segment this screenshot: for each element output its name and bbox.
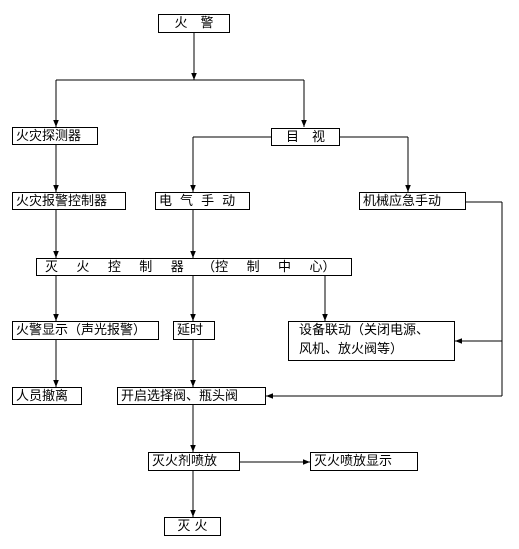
node-open-valves: 开启选择阀、瓶头阀 (117, 387, 266, 405)
node-fire-alarm-controller: 火灾报警控制器 (12, 192, 126, 210)
node-extinguishing-controller: 灭 火 控 制 器 （控 制 中 心） (36, 258, 352, 276)
node-alarm-display: 火警显示（声光报警） (12, 321, 159, 340)
node-personnel-evacuation: 人员撤离 (12, 387, 82, 405)
node-visual-check: 目 视 (271, 128, 340, 146)
node-fire-detector: 火灾探测器 (12, 127, 98, 145)
node-fire-extinguished: 灭 火 (164, 517, 221, 536)
linkage-line-1: 设备联动（关闭电源、 (299, 323, 430, 339)
node-release-display: 灭火喷放显示 (310, 452, 418, 471)
node-electric-manual: 电 气 手 动 (155, 192, 250, 210)
linkage-line-2: 风机、放火阀等） (299, 342, 404, 357)
node-delay: 延时 (173, 321, 215, 340)
node-mechanical-emergency: 机械应急手动 (359, 192, 466, 210)
node-fire-alarm: 火 警 (158, 14, 230, 33)
node-agent-release: 灭火剂喷放 (148, 452, 240, 471)
node-equipment-linkage: 设备联动（关闭电源、 风机、放火阀等） (288, 321, 455, 361)
